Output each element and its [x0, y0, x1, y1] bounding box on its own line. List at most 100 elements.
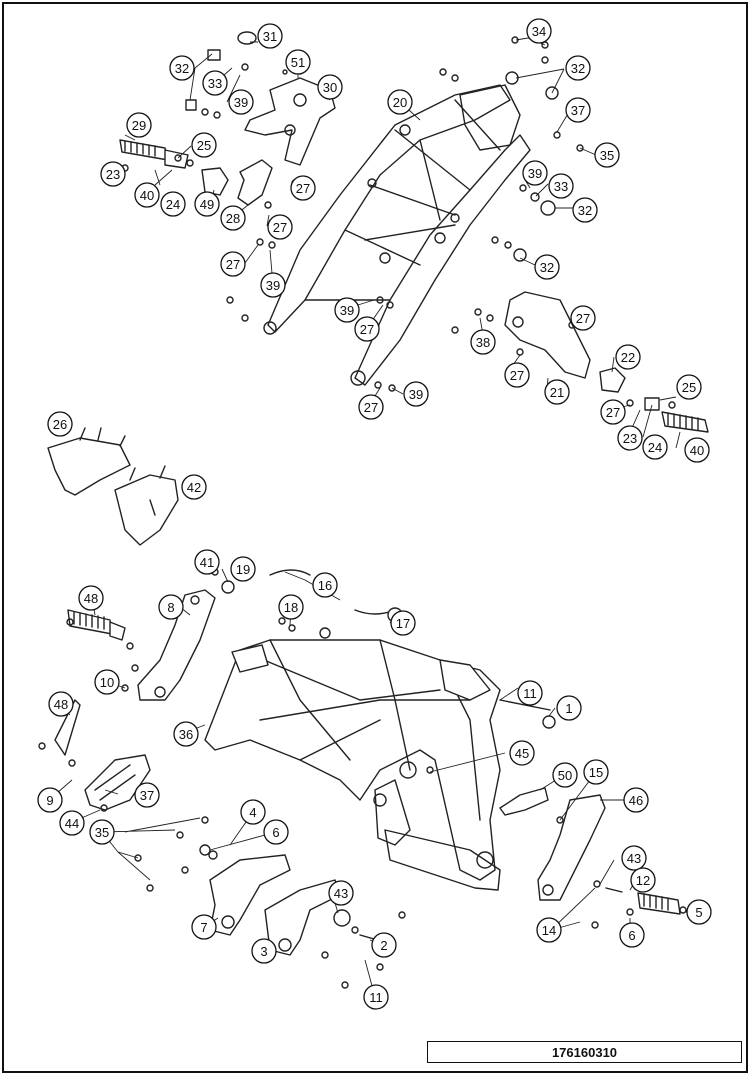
callout-4: 4 — [240, 799, 266, 825]
callout-label: 30 — [323, 80, 337, 95]
callout-46: 46 — [623, 787, 649, 813]
callout-circle — [526, 18, 552, 44]
callout-22: 22 — [615, 344, 641, 370]
callout-circle — [556, 695, 582, 721]
callout-29: 29 — [126, 112, 152, 138]
callout-label: 22 — [621, 350, 635, 365]
callout-39: 39 — [522, 160, 548, 186]
callout-label: 43 — [627, 851, 641, 866]
callout-15: 15 — [583, 759, 609, 785]
callout-label: 7 — [200, 920, 207, 935]
rider-bracket-left — [67, 589, 216, 701]
callout-label: 32 — [175, 61, 189, 76]
callout-32: 32 — [169, 55, 195, 81]
callout-label: 39 — [340, 303, 354, 318]
callout-circle — [228, 89, 254, 115]
callout-label: 48 — [84, 591, 98, 606]
callout-27: 27 — [267, 214, 293, 240]
callout-circle — [684, 437, 710, 463]
callout-circle — [536, 917, 562, 943]
callout-circle — [686, 899, 712, 925]
callout-label: 27 — [296, 181, 310, 196]
callout-circle — [285, 49, 311, 75]
callout-8: 8 — [158, 594, 184, 620]
callout-label: 37 — [140, 788, 154, 803]
callout-circle — [37, 787, 63, 813]
callout-label: 42 — [187, 480, 201, 495]
callout-circle — [89, 819, 115, 845]
callout-circle — [371, 932, 397, 958]
callout-5: 5 — [686, 899, 712, 925]
callout-label: 32 — [578, 203, 592, 218]
callout-44: 44 — [59, 810, 85, 836]
callout-37: 37 — [565, 97, 591, 123]
callout-41: 41 — [194, 549, 220, 575]
callout-circle — [594, 142, 620, 168]
callout-label: 9 — [46, 793, 53, 808]
callout-circle — [160, 191, 186, 217]
callout-label: 27 — [510, 368, 524, 383]
callout-circle — [642, 434, 668, 460]
callout-circle — [100, 161, 126, 187]
callout-circle — [194, 191, 220, 217]
callout-16: 16 — [312, 572, 338, 598]
callout-label: 24 — [166, 197, 180, 212]
callout-27: 27 — [358, 394, 384, 420]
callout-circle — [517, 680, 543, 706]
callout-14: 14 — [536, 917, 562, 943]
callout-circle — [617, 425, 643, 451]
callout-circle — [158, 594, 184, 620]
callout-label: 45 — [515, 746, 529, 761]
callout-27: 27 — [290, 175, 316, 201]
callout-label: 33 — [208, 76, 222, 91]
callout-circle — [615, 344, 641, 370]
callout-label: 40 — [690, 443, 704, 458]
callout-circle — [334, 297, 360, 323]
callout-circle — [623, 787, 649, 813]
callout-43: 43 — [621, 845, 647, 871]
callout-circle — [570, 305, 596, 331]
callout-24: 24 — [642, 434, 668, 460]
callout-label: 27 — [273, 220, 287, 235]
callout-label: 17 — [396, 616, 410, 631]
callout-23: 23 — [617, 425, 643, 451]
callout-circle — [202, 70, 228, 96]
callout-label: 11 — [369, 990, 383, 1005]
callout-2: 2 — [371, 932, 397, 958]
callout-label: 41 — [200, 555, 214, 570]
callout-circle — [403, 381, 429, 407]
callout-28: 28 — [220, 205, 246, 231]
passenger-bracket-right — [504, 291, 709, 433]
callout-35: 35 — [89, 819, 115, 845]
callout-label: 28 — [226, 211, 240, 226]
callout-circle — [278, 594, 304, 620]
callout-label: 36 — [179, 727, 193, 742]
callout-circle — [257, 23, 283, 49]
callout-label: 2 — [380, 938, 387, 953]
callout-label: 32 — [571, 61, 585, 76]
callout-label: 34 — [532, 24, 546, 39]
callout-circle — [583, 759, 609, 785]
callout-label: 27 — [606, 405, 620, 420]
callout-27: 27 — [220, 251, 246, 277]
callout-18: 18 — [278, 594, 304, 620]
callout-label: 1 — [565, 701, 572, 716]
callout-19: 19 — [230, 556, 256, 582]
callout-circle — [48, 691, 74, 717]
callout-label: 3 — [260, 944, 267, 959]
callout-label: 40 — [140, 188, 154, 203]
callout-40: 40 — [134, 182, 160, 208]
callout-label: 5 — [695, 905, 702, 920]
callout-38: 38 — [470, 329, 496, 355]
callout-label: 44 — [65, 816, 79, 831]
callout-circle — [173, 721, 199, 747]
callout-circle — [220, 205, 246, 231]
callout-circle — [134, 182, 160, 208]
callout-50: 50 — [552, 762, 578, 788]
callout-circle — [126, 112, 152, 138]
callout-11: 11 — [363, 984, 389, 1010]
document-number: 176160310 — [551, 1044, 618, 1060]
callout-label: 27 — [364, 400, 378, 415]
